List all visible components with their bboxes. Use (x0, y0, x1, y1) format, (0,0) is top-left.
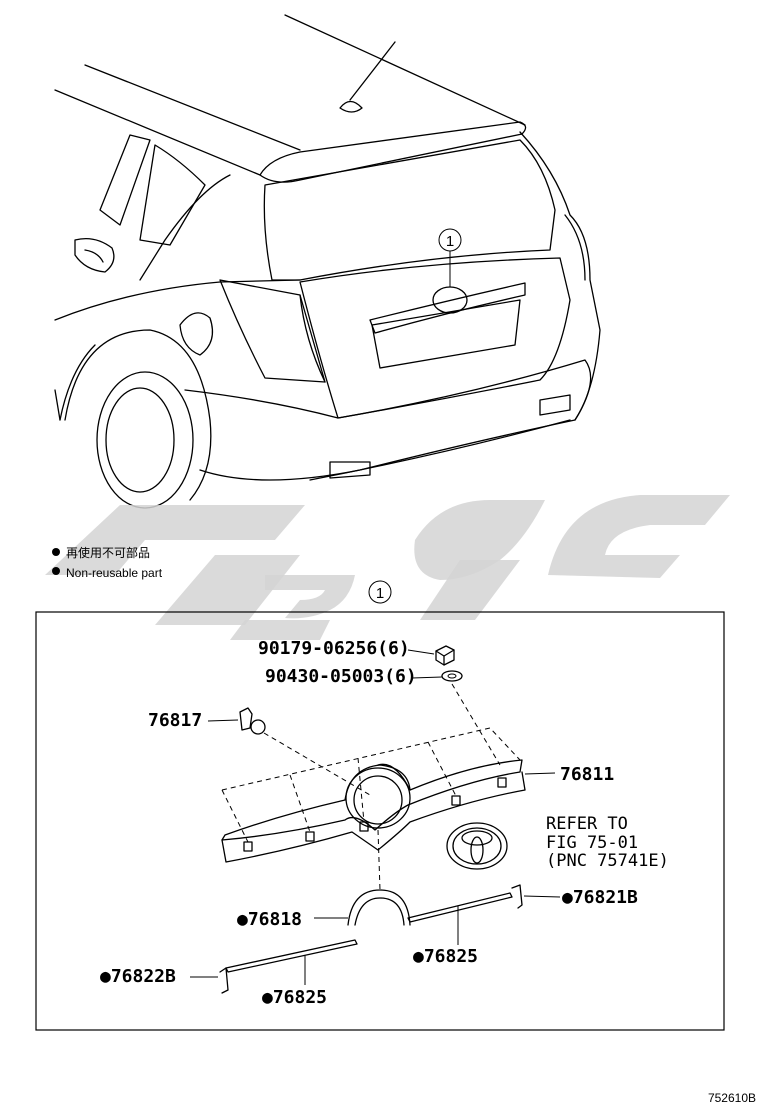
arc-molding-part (314, 889, 411, 926)
reference-line-1: REFER TO (546, 814, 628, 834)
legend-text-en: Non-reusable part (66, 566, 163, 580)
part-label-90430: 90430-05003(6) (265, 666, 417, 687)
part-label-76811: 76811 (560, 764, 614, 785)
reference-line-3: (PNC 75741E) (546, 851, 669, 871)
reference-line-2: FIG 75-01 (546, 833, 638, 853)
figure-code: 752610B (708, 1091, 756, 1105)
exploded-view-frame (35, 611, 725, 1031)
alignment-guides (221, 727, 521, 891)
part-label-76818: ●76818 (237, 909, 302, 930)
part-label-90179: 90179-06256(6) (258, 638, 410, 659)
part-label-76822b: ●76822B (100, 966, 176, 987)
svg-text:1: 1 (376, 585, 384, 602)
svg-text:1: 1 (446, 233, 454, 250)
part-label-76825-left: ●76825 (262, 987, 327, 1008)
emblem-part (446, 822, 508, 870)
washer-part (411, 670, 463, 682)
part-label-76825-right: ●76825 (413, 946, 478, 967)
clip-part (207, 707, 371, 796)
callout-1-top: 1 (438, 228, 462, 287)
part-label-76817: 76817 (148, 710, 202, 731)
garnish-part (221, 759, 556, 863)
right-molding-part (407, 884, 561, 945)
left-molding-part (190, 939, 358, 994)
watermark-logo (45, 495, 730, 640)
car-rear-illustration (54, 14, 601, 509)
non-reusable-bullet-icon (52, 548, 60, 556)
legend: 再使用不可部品 Non-reusable part (52, 545, 163, 580)
legend-text-ja: 再使用不可部品 (66, 545, 150, 560)
non-reusable-bullet-icon (52, 567, 60, 575)
part-label-76821b: ●76821B (562, 887, 638, 908)
nut-part (407, 645, 455, 666)
callout-1-box: 1 (368, 580, 392, 604)
